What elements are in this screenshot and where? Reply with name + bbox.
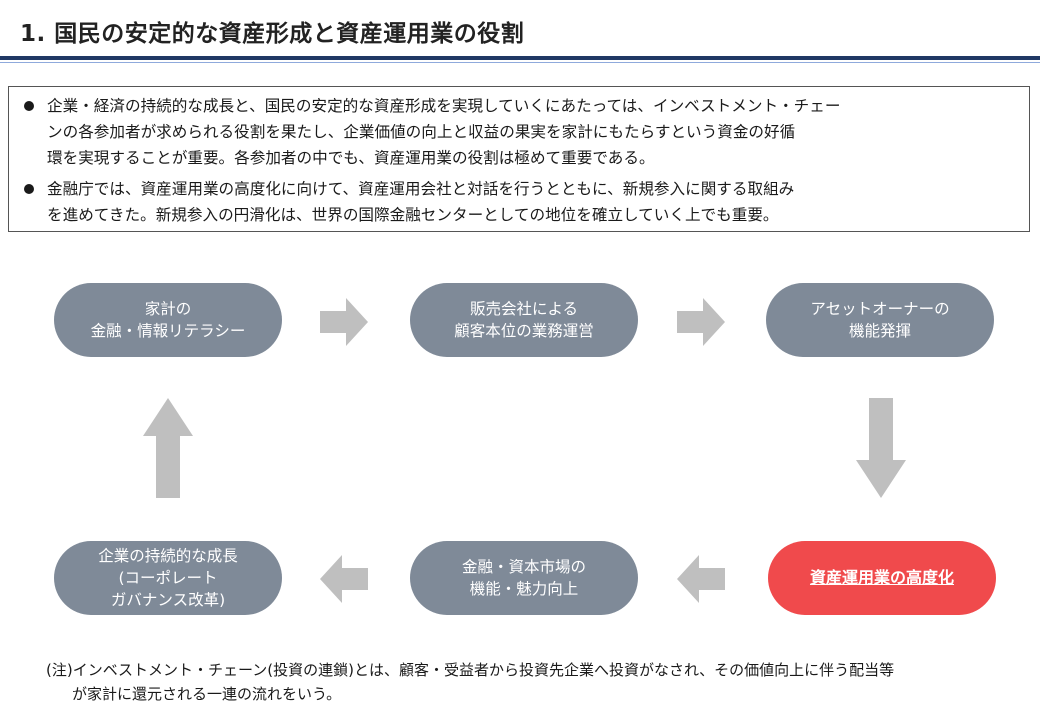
node-asset-owner-line-2: 機能発揮 xyxy=(848,322,911,340)
arrow-right-icon xyxy=(320,298,368,346)
bullet-dot-icon xyxy=(24,101,34,111)
arrow-down-icon xyxy=(856,398,906,498)
node-household-line-1: 家計の xyxy=(144,300,192,318)
arrow-left-icon xyxy=(677,555,725,603)
node-corporate-growth-line-1: 企業の持続的な成長 xyxy=(98,547,238,565)
arrow-right-icon xyxy=(677,298,725,346)
bullet-dot-icon xyxy=(24,184,34,194)
footnote-line-1: (注)インベストメント・チェーン(投資の連鎖)とは、顧客・受益者から投資先企業へ… xyxy=(46,661,895,679)
node-corporate-growth-line-3: ガバナンス改革) xyxy=(110,591,226,609)
footnote: (注)インベストメント・チェーン(投資の連鎖)とは、顧客・受益者から投資先企業へ… xyxy=(46,658,1026,706)
node-asset-management: 資産運用業の高度化 xyxy=(768,541,996,615)
summary-bullet-1-line-1: 企業・経済の持続的な成長と、国民の安定的な資産形成を実現していくにあたっては、イ… xyxy=(47,97,841,115)
summary-bullet-1-line-2: ンの各参加者が求められる役割を果たし、企業価値の向上と収益の果実を家計にもたらす… xyxy=(47,123,796,141)
node-corporate-growth: 企業の持続的な成長 (コーポレート ガバナンス改革) xyxy=(54,541,282,615)
node-corporate-growth-line-2: (コーポレート xyxy=(118,569,218,587)
node-capital-market-line-2: 機能・魅力向上 xyxy=(469,580,579,598)
node-sales-line-1: 販売会社による xyxy=(469,300,579,318)
summary-bullet-2: 金融庁では、資産運用業の高度化に向けて、資産運用会社と対話を行うとともに、新規参… xyxy=(23,176,1015,228)
node-sales-line-2: 顧客本位の業務運営 xyxy=(454,322,594,340)
node-household: 家計の 金融・情報リテラシー xyxy=(54,283,282,357)
page-title: 1. 国民の安定的な資産形成と資産運用業の役割 xyxy=(20,21,525,47)
summary-bullet-1-line-3: 環を実現することが重要。各参加者の中でも、資産運用業の役割は極めて重要である。 xyxy=(47,149,655,167)
summary-bullet-2-line-1: 金融庁では、資産運用業の高度化に向けて、資産運用会社と対話を行うとともに、新規参… xyxy=(47,180,795,198)
node-capital-market-line-1: 金融・資本市場の xyxy=(461,558,586,576)
title-underline xyxy=(0,56,1040,60)
node-asset-management-line-1: 資産運用業の高度化 xyxy=(809,568,954,587)
node-capital-market: 金融・資本市場の 機能・魅力向上 xyxy=(410,541,638,615)
node-asset-owner-line-1: アセットオーナーの xyxy=(810,300,950,318)
node-asset-owner: アセットオーナーの 機能発揮 xyxy=(766,283,994,357)
summary-box: 企業・経済の持続的な成長と、国民の安定的な資産形成を実現していくにあたっては、イ… xyxy=(8,86,1030,232)
node-household-line-2: 金融・情報リテラシー xyxy=(90,322,246,340)
summary-bullet-2-line-2: を進めてきた。新規参入の円滑化は、世界の国際金融センターとしての地位を確立してい… xyxy=(47,206,779,224)
arrow-up-icon xyxy=(143,398,193,498)
footnote-line-2: が家計に還元される一連の流れをいう。 xyxy=(72,685,342,703)
title-underline-thin xyxy=(0,62,1040,63)
summary-bullet-1: 企業・経済の持続的な成長と、国民の安定的な資産形成を実現していくにあたっては、イ… xyxy=(23,93,1015,171)
node-sales: 販売会社による 顧客本位の業務運営 xyxy=(410,283,638,357)
arrow-left-icon xyxy=(320,555,368,603)
